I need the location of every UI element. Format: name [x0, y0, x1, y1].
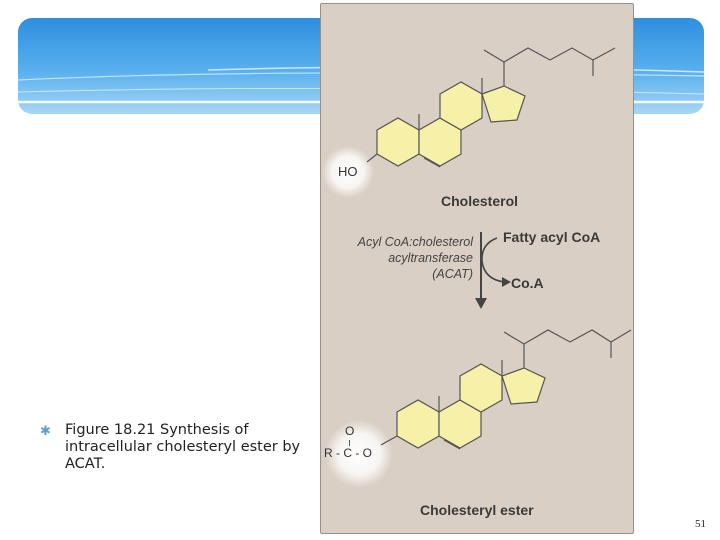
ester-highlight: [325, 420, 393, 488]
reaction-figure: HO Cholesterol Acyl CoA:cholesterol acyl…: [320, 3, 634, 534]
fatty-acyl-coa-label: Fatty acyl CoA: [503, 229, 601, 245]
cholesterol-structure: [322, 47, 616, 198]
ester-group-label: R - C - O: [324, 446, 372, 460]
cholesteryl-ester-label: Cholesteryl ester: [420, 502, 534, 518]
asterisk-bullet-icon: ✱: [40, 424, 51, 439]
cholesteryl-ester-structure: [325, 329, 632, 488]
enzyme-line-1: Acyl CoA:cholesterol: [357, 235, 473, 249]
structure-drawing: [322, 47, 632, 488]
hydroxyl-highlight: [322, 146, 374, 198]
coa-label: Co.A: [511, 275, 544, 291]
ester-oxygen-label: O: [345, 424, 355, 438]
enzyme-line-3: (ACAT): [432, 267, 473, 281]
page-number: 51: [695, 518, 706, 530]
enzyme-label: Acyl CoA:cholesterol acyltransferase (AC…: [358, 234, 473, 282]
cholesterol-label: Cholesterol: [441, 193, 519, 209]
caption-text: Figure 18.21 Synthesis of intracellular …: [65, 422, 301, 472]
reaction-arrow: [475, 232, 511, 309]
enzyme-line-2: acyltransferase: [388, 251, 473, 265]
hydroxyl-label: HO: [338, 164, 358, 179]
figure-caption: ✱ Figure 18.21 Synthesis of intracellula…: [40, 422, 310, 473]
